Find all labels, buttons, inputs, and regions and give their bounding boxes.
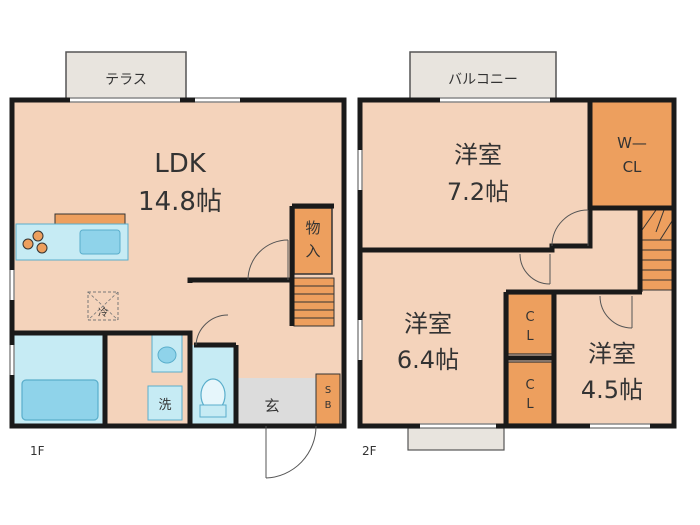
closet-lower (507, 361, 553, 425)
bathtub (21, 379, 99, 421)
room-c-name: 洋室 (588, 340, 636, 368)
walk-in-closet (592, 100, 674, 206)
terrace (65, 51, 187, 101)
toilet-tank (199, 404, 227, 418)
lower-balcony (407, 427, 505, 451)
walls-1f (9, 97, 347, 429)
storage-label-line2: 入 (305, 242, 320, 260)
doors-2f (519, 209, 633, 329)
balcony (409, 51, 557, 101)
ldk-size: 14.8帖 (138, 187, 222, 217)
terrace-label: テラス (105, 72, 147, 88)
washer-label: 洗 (158, 398, 171, 413)
balcony-label: バルコニー (448, 72, 518, 88)
closet-lower-l: L (526, 397, 534, 412)
floor-2: バルコニー 洋室 7.2帖 W— CL 洋室 6.4帖 洋室 4.5帖 C L … (357, 51, 677, 458)
stove-burner-2 (32, 230, 44, 242)
room-b-name: 洋室 (404, 310, 452, 338)
kitchen-sink (79, 229, 121, 255)
stove-burner-1 (22, 238, 34, 250)
closet-upper (507, 293, 553, 355)
doors-1f (195, 239, 317, 479)
floor-1: テラス LDK 14.8帖 物 入 冷 洗 玄 S B 1F (9, 51, 347, 479)
stairs-2f (641, 209, 675, 291)
stairs-1f (293, 277, 335, 327)
wic-label-line1: W— (617, 134, 647, 152)
wic-label-line2: CL (623, 158, 642, 176)
storage-closet (293, 207, 333, 275)
floor-2-label: 2F (362, 444, 377, 458)
washer-space (147, 385, 183, 421)
storage-label-line1: 物 (305, 219, 320, 237)
fridge-space (87, 291, 119, 321)
shoe-box (315, 373, 341, 427)
room-c-size: 4.5帖 (581, 376, 643, 404)
basin-bowl (157, 346, 177, 364)
windows-1f (9, 97, 240, 375)
entrance-area (236, 378, 316, 426)
windows-2f (357, 97, 650, 429)
shoe-box-label-b: B (325, 400, 332, 411)
ldk-label: LDK (154, 149, 207, 179)
room-a-size: 7.2帖 (447, 178, 509, 206)
room-b-size: 6.4帖 (397, 346, 459, 374)
stove-burner-3 (36, 242, 48, 254)
room-a-name: 洋室 (454, 141, 502, 169)
floor-1-label: 1F (30, 444, 45, 458)
closet-upper-c: C (525, 310, 534, 325)
shoe-box-label-s: S (325, 385, 331, 396)
fridge-label: 冷 (98, 306, 108, 319)
closet-upper-l: L (526, 329, 534, 344)
closet-lower-c: C (525, 378, 534, 393)
entrance-label: 玄 (264, 397, 279, 415)
